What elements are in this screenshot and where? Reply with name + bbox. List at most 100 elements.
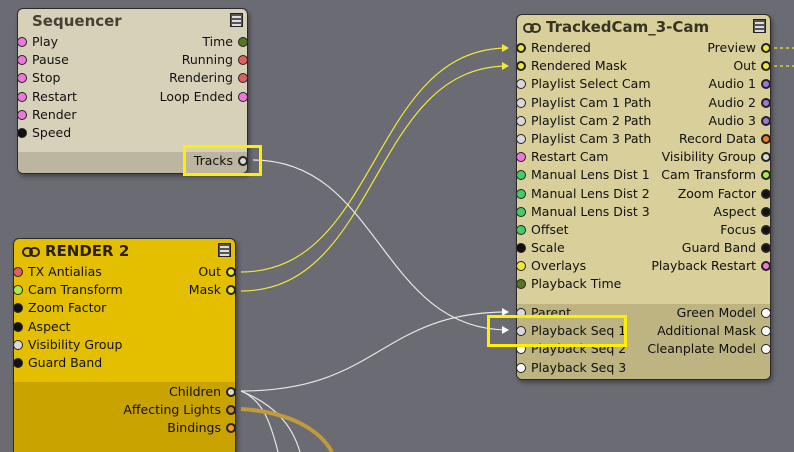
render-input-port-zoom-factor[interactable] [14,303,23,314]
camera-input-label-playlist-cam-2-path: Playlist Cam 2 Path [531,112,652,128]
camera-input-port-manual-lens-dist-2[interactable] [517,188,526,199]
sequencer-input-label-play: Play [32,34,59,49]
camera-row: Playback Time [517,275,770,293]
render-output-port-affecting-lights[interactable] [226,405,235,416]
camera-input-port-scale[interactable] [517,243,526,254]
render-input-label-tx-antialias: TX Antialias [28,264,102,279]
render-input-port-tx-antialias[interactable] [14,267,23,277]
sequencer-input-port-play[interactable] [18,37,27,47]
render-output-port-mask[interactable] [226,285,235,296]
camera-output-port-guard-band[interactable] [761,243,770,254]
camera-input-port-offset[interactable] [517,224,526,235]
sequencer-input-port-restart[interactable] [18,91,27,102]
camera-input-port-manual-lens-dist-3[interactable] [517,206,526,217]
camera-output-port-record-data[interactable] [761,133,770,144]
camera-output-label-additional-mask: Additional Mask [657,323,756,339]
sequencer-input-port-stop[interactable] [18,73,27,84]
camera-output-port-playback-restart[interactable] [761,261,770,272]
sequencer-title-bar[interactable]: Sequencer [18,9,247,33]
render-input-label-cam-transform: Cam Transform [28,282,123,298]
render-input-port-cam-transform[interactable] [14,285,23,296]
render-row: Aspect [14,318,235,336]
camera-menu-icon[interactable] [753,19,766,33]
camera-input-port-overlays[interactable] [517,261,526,272]
render-output-label-mask: Mask [188,282,221,298]
render-output-label-children: Children [168,384,221,399]
camera-output-port-audio-1[interactable] [761,79,770,90]
render-input-port-guard-band[interactable] [14,357,23,368]
sequencer-output-port-running[interactable] [238,55,247,66]
sequencer-output-port-time[interactable] [238,37,247,47]
camera-input-port-playback-seq-3[interactable] [517,362,526,373]
camera-output-port-cleanplate-model[interactable] [761,344,770,355]
camera-output-port-zoom-factor[interactable] [761,188,770,199]
render-output-port-children[interactable] [226,387,235,397]
sequencer-output-port-rendering[interactable] [238,73,247,84]
camera-input-port-playlist-cam-2-path[interactable] [517,115,526,126]
camera-input-port-playback-seq-1[interactable] [517,326,526,337]
camera-output-port-green-model[interactable] [761,308,770,318]
sequencer-output-port-loop-ended[interactable] [238,91,247,102]
camera-output-port-aspect[interactable] [761,206,770,217]
sequencer-input-port-pause[interactable] [18,55,27,66]
wire-render-out-to-cam-rendered [240,47,509,273]
link-chain-icon [523,22,541,33]
camera-input-port-rendered[interactable] [517,43,526,53]
render-input-port-visibility-group[interactable] [14,339,23,350]
camera-input-port-manual-lens-dist-1[interactable] [517,170,526,181]
camera-input-port-restart-cam[interactable] [517,152,526,163]
camera-output-port-additional-mask[interactable] [761,326,770,337]
camera-output-label-preview: Preview [707,40,756,55]
camera-input-label-manual-lens-dist-1: Manual Lens Dist 1 [531,167,650,183]
render-input-label-visibility-group: Visibility Group [28,336,123,352]
camera-output-label-visibility-group: Visibility Group [661,149,756,165]
camera-output-label-out: Out [733,58,756,74]
camera-title-bar[interactable]: TrackedCam_3-Cam [517,15,770,39]
camera-title: TrackedCam_3-Cam [546,18,710,36]
render-title-bar[interactable]: RENDER 2 [14,239,235,263]
camera-output-port-preview[interactable] [761,43,770,53]
render-row: Cam Transform Mask [14,281,235,299]
camera-input-label-playlist-cam-3-path: Playlist Cam 3 Path [531,130,652,146]
render-output-port-out[interactable] [226,267,235,277]
camera-input-port-rendered-mask[interactable] [517,61,526,72]
camera-input-port-playback-seq-2[interactable] [517,344,526,355]
render-footer-row: Affecting Lights [14,401,235,419]
sequencer-input-port-render[interactable] [18,109,27,120]
render-menu-icon[interactable] [218,243,231,257]
sequencer-menu-icon[interactable] [230,13,243,27]
camera-input-port-playback-time[interactable] [517,279,526,290]
sequencer-input-port-speed[interactable] [18,127,27,138]
render-input-label-aspect: Aspect [28,318,71,334]
render-output-port-bindings[interactable] [226,423,235,434]
camera-output-port-visibility-group[interactable] [761,152,770,163]
sequencer-input-label-stop: Stop [32,70,61,86]
render-title: RENDER 2 [45,242,130,260]
wire-arrow-rendered [502,44,509,52]
camera-input-label-overlays: Overlays [531,258,587,274]
camera-output-port-cam-transform[interactable] [761,170,770,181]
camera-output-port-audio-3[interactable] [761,115,770,126]
link-chain-icon [22,246,40,257]
camera-output-label-record-data: Record Data [678,130,756,146]
camera-output-port-audio-2[interactable] [761,97,770,108]
camera-input-port-parent[interactable] [517,308,526,318]
camera-input-port-playlist-select-cam[interactable] [517,79,526,90]
camera-input-port-playlist-cam-1-path[interactable] [517,97,526,108]
sequencer-footer [18,152,247,173]
camera-input-port-playlist-cam-3-path[interactable] [517,133,526,144]
camera-input-label-rendered-mask: Rendered Mask [531,58,628,74]
sequencer-output-port-tracks[interactable] [238,156,247,166]
camera-output-port-out[interactable] [761,61,770,72]
render-input-port-aspect[interactable] [14,321,23,332]
camera-output-port-focus[interactable] [761,224,770,235]
